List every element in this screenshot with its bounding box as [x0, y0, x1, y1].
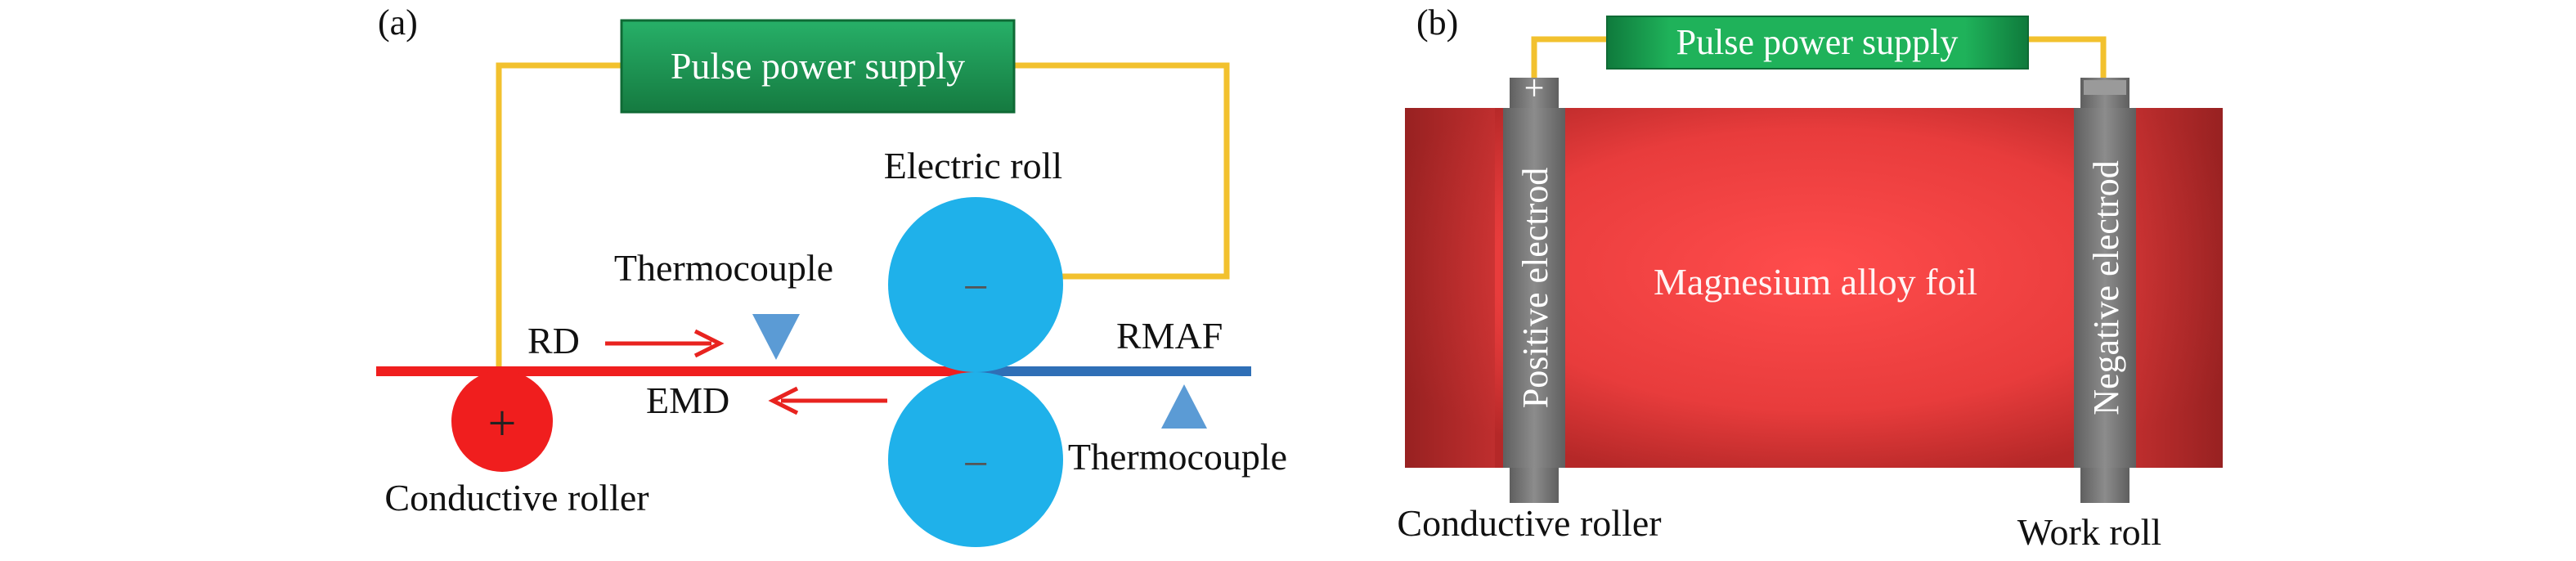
- upper-electric-roll: [888, 197, 1063, 372]
- pulse-power-supply-b-label: Pulse power supply: [1676, 22, 1959, 62]
- emd-arrow-head: [768, 386, 799, 415]
- conductive-roller-b-label: Conductive roller: [1397, 502, 1661, 544]
- foil-label: Magnesium alloy foil: [1654, 261, 1977, 303]
- thermocouple-bottom-icon: [1161, 384, 1207, 429]
- wire-left-b: [1531, 36, 1607, 78]
- rmaf-label: RMAF: [1116, 315, 1223, 357]
- wire-right-a: [1014, 62, 1230, 280]
- thermocouple-top-icon: [752, 314, 800, 360]
- pulse-power-supply-b: [1606, 16, 2029, 70]
- upper-roll-minus: −: [963, 263, 989, 313]
- positive-electrode-band: [1503, 108, 1565, 468]
- sheet-red: [376, 366, 977, 376]
- positive-electrode-plus: +: [1524, 68, 1545, 108]
- lower-electric-roll: [888, 372, 1063, 547]
- work-roll-label: Work roll: [2017, 511, 2161, 553]
- negative-electrode-band: [2074, 108, 2136, 468]
- wire-right-b: [2028, 36, 2107, 78]
- pulse-power-supply-a-label: Pulse power supply: [671, 45, 965, 87]
- rd-arrow-head: [693, 329, 725, 358]
- thermocouple-top-label: Thermocouple: [614, 247, 833, 289]
- pulse-power-supply-a: [620, 19, 1016, 114]
- panel-b-label: (b): [1416, 2, 1458, 43]
- conductive-roller-a-label: Conductive roller: [384, 477, 648, 518]
- panel-a: (a) Pulse power supply Electric roll − −…: [376, 2, 1287, 547]
- thermocouple-bottom-label: Thermocouple: [1068, 436, 1287, 478]
- wire-left-a: [496, 62, 622, 380]
- foil-edge-right: [2133, 108, 2223, 468]
- rd-label: RD: [527, 320, 580, 361]
- sheet-blue: [973, 366, 1251, 376]
- foil-edge-left: [1405, 108, 1495, 468]
- conductive-roller-plus: +: [488, 396, 517, 451]
- panel-a-label: (a): [378, 2, 418, 43]
- panel-b: (b) Pulse power supply Magnesium alloy f…: [1397, 2, 2223, 553]
- positive-electrode-label: Positive electrod: [1515, 168, 1555, 409]
- conductive-roller-a: [451, 370, 553, 472]
- electric-roll-label: Electric roll: [884, 145, 1062, 186]
- emd-label: EMD: [646, 379, 729, 421]
- negative-electrode-label: Negative electrod: [2086, 160, 2126, 415]
- negative-terminal: [2084, 80, 2126, 95]
- lower-roll-minus: −: [963, 439, 989, 490]
